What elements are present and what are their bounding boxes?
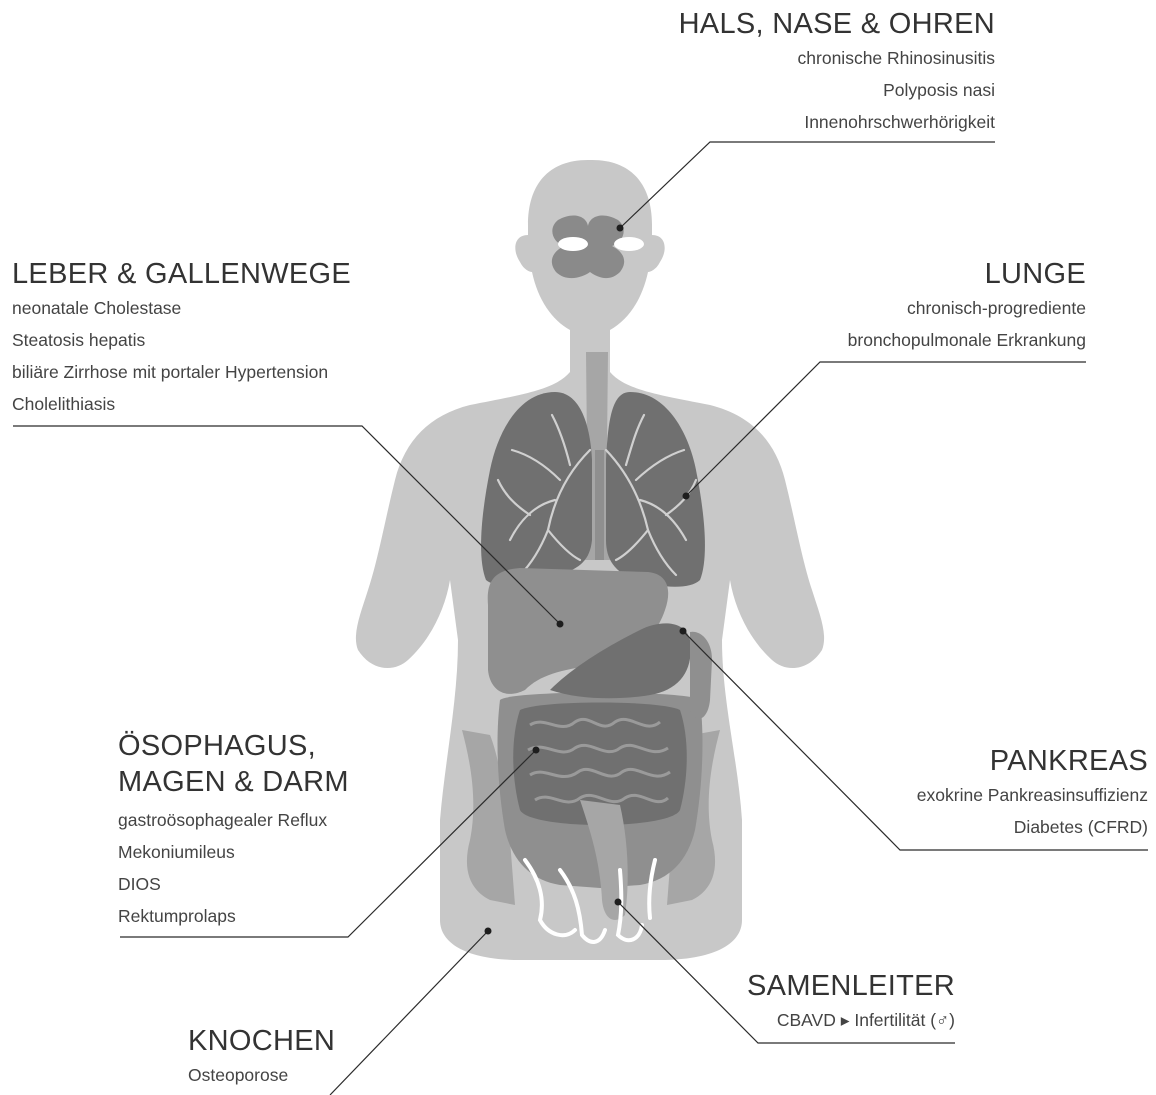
section-list: neonatale Cholestase Steatosis hepatis b… — [12, 292, 351, 420]
eye-right — [614, 237, 644, 251]
list-item: neonatale Cholestase — [12, 292, 351, 324]
list-item: Mekoniumileus — [118, 836, 349, 868]
list-item: gastroösophagealer Reflux — [118, 804, 349, 836]
list-item: chronisch-progrediente — [848, 292, 1086, 324]
section-list: chronische Rhinosinusitis Polyposis nasi… — [679, 42, 995, 138]
list-item: Diabetes (CFRD) — [917, 811, 1148, 843]
list-item: DIOS — [118, 868, 349, 900]
marker-hno — [617, 225, 624, 232]
section-title: HALS, NASE & OHREN — [679, 6, 995, 42]
section-title: LUNGE — [848, 256, 1086, 292]
eye-left — [558, 237, 588, 251]
list-item: chronische Rhinosinusitis — [679, 42, 995, 74]
section-title: SAMENLEITER — [747, 968, 955, 1004]
section-title: KNOCHEN — [188, 1023, 335, 1059]
marker-pankreas — [680, 628, 687, 635]
section-list: CBAVD ▸ Infertilität (♂) — [747, 1004, 955, 1036]
leader-line-hno — [620, 142, 995, 228]
marker-knochen — [485, 928, 492, 935]
section-list: exokrine Pankreasinsuffizienz Diabetes (… — [917, 779, 1148, 843]
section-title-line1: ÖSOPHAGUS, — [118, 728, 349, 764]
list-item: Cholelithiasis — [12, 388, 351, 420]
section-hno: HALS, NASE & OHREN chronische Rhinosinus… — [679, 6, 995, 138]
section-title: PANKREAS — [917, 743, 1148, 779]
list-item: biliäre Zirrhose mit portaler Hypertensi… — [12, 356, 351, 388]
marker-leber — [557, 621, 564, 628]
section-lunge: LUNGE chronisch-progrediente bronchopulm… — [848, 256, 1086, 356]
section-list: gastroösophagealer Reflux Mekoniumileus … — [118, 804, 349, 932]
leader-line-knochen — [330, 931, 488, 1095]
section-samenleiter: SAMENLEITER CBAVD ▸ Infertilität (♂) — [747, 968, 955, 1036]
section-knochen: KNOCHEN Osteoporose — [188, 1023, 335, 1091]
list-item: bronchopulmonale Erkrankung — [848, 324, 1086, 356]
marker-samenleiter — [615, 899, 622, 906]
section-title: LEBER & GALLENWEGE — [12, 256, 351, 292]
section-leber: LEBER & GALLENWEGE neonatale Cholestase … — [12, 256, 351, 420]
section-gi: ÖSOPHAGUS, MAGEN & DARM gastroösophageal… — [118, 728, 349, 932]
list-item: CBAVD ▸ Infertilität (♂) — [747, 1004, 955, 1036]
section-list: Osteoporose — [188, 1059, 335, 1091]
section-list: chronisch-progrediente bronchopulmonale … — [848, 292, 1086, 356]
list-item: Polyposis nasi — [679, 74, 995, 106]
marker-lunge — [683, 493, 690, 500]
marker-gi — [533, 747, 540, 754]
section-pankreas: PANKREAS exokrine Pankreasinsuffizienz D… — [917, 743, 1148, 843]
list-item: Steatosis hepatis — [12, 324, 351, 356]
list-item: Innenohrschwerhörigkeit — [679, 106, 995, 138]
list-item: exokrine Pankreasinsuffizienz — [917, 779, 1148, 811]
list-item: Rektumprolaps — [118, 900, 349, 932]
list-item: Osteoporose — [188, 1059, 335, 1091]
section-title-line2: MAGEN & DARM — [118, 764, 349, 800]
